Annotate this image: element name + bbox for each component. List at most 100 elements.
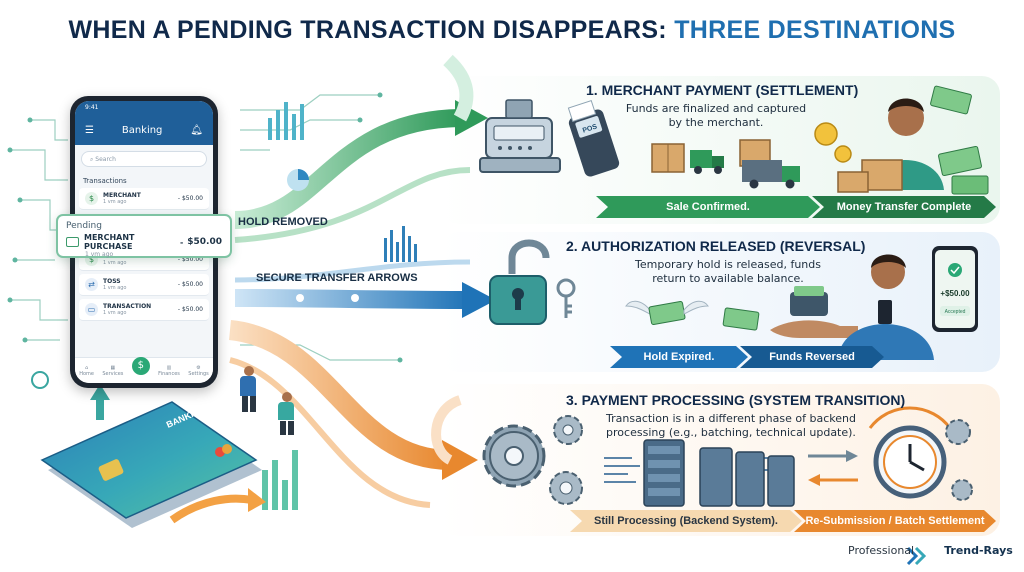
notification-bell-icon[interactable]: 🔔︎ — [190, 124, 203, 136]
signal-bars-icon — [384, 226, 417, 262]
power-icon — [31, 371, 49, 389]
gear-icon — [945, 419, 973, 501]
dollar-icon: $ — [85, 192, 98, 205]
pending-time: 1 vm ago — [85, 251, 114, 258]
reversal-flow-arrow — [234, 289, 471, 309]
merchant-person — [837, 98, 944, 193]
pos-label: POS — [582, 123, 599, 134]
gear-icon — [482, 424, 546, 488]
card-icon — [66, 237, 79, 247]
pay-button[interactable]: $ — [131, 356, 150, 375]
nav-finances[interactable]: ▥Finances — [158, 364, 180, 377]
clock-icon — [868, 406, 952, 499]
reversal-steps-bar — [610, 346, 884, 368]
pie-chart-icon — [287, 169, 309, 191]
bar-chart-icon — [268, 102, 304, 140]
chart-icon: ▥ — [166, 364, 172, 371]
brand-name: Trend-Rays — [944, 544, 1013, 557]
bottom-nav: ⌂Home ▦Services $ ▥Finances ⚙Settings — [75, 356, 213, 383]
step-money-transfer-complete: Money Transfer Complete — [836, 201, 972, 213]
settlement-description: Funds are finalized and captured by the … — [625, 102, 807, 129]
nav-settings[interactable]: ⚙Settings — [188, 364, 209, 377]
status-bar: 9:41 — [75, 101, 213, 115]
balance-amount: +$50.00 — [940, 289, 970, 298]
reversal-title: 2. AUTHORIZATION RELEASED (REVERSAL) — [566, 238, 866, 254]
processing-arrowhead — [442, 440, 478, 480]
app-bar: ☰ Banking 🔔︎ — [75, 115, 213, 145]
step-hold-expired: Hold Expired. — [643, 351, 715, 363]
circuit-nodes — [7, 92, 403, 363]
dollar-icon: $ — [137, 359, 144, 371]
search-input[interactable]: ⌕ Search — [81, 151, 207, 167]
transaction-time: 1 vm ago — [103, 199, 127, 205]
status-time: 9:41 — [85, 104, 99, 111]
card-chip-icon — [98, 459, 124, 481]
reversal-arrowhead — [462, 282, 496, 318]
settlement-title: 1. MERCHANT PAYMENT (SETTLEMENT) — [586, 82, 859, 98]
person-with-phone — [278, 392, 294, 439]
search-placeholder: Search — [95, 156, 116, 163]
nav-services[interactable]: ▦Services — [102, 364, 124, 377]
processing-steps-bar — [570, 510, 996, 532]
key-icon — [556, 278, 576, 318]
gear-icon — [549, 471, 583, 505]
pending-merchant: MERCHANT PURCHASE — [83, 233, 135, 251]
wallet-icon — [790, 286, 828, 316]
page-title: WHEN A PENDING TRANSACTION DISAPPEARS: T… — [0, 16, 1024, 45]
flying-money-icon — [722, 307, 760, 331]
trend-rays-logo-icon — [906, 546, 927, 566]
pending-label: Pending — [66, 221, 102, 231]
server-icon — [643, 439, 685, 507]
padlock-icon — [489, 239, 550, 325]
card-icon: ▭ — [85, 303, 98, 316]
delivery-truck-icon — [742, 160, 800, 189]
gear-icon: ⚙ — [196, 364, 201, 371]
transaction-row[interactable]: ▭ TRANSACTION 1 vm ago - $50.00 — [79, 299, 209, 321]
home-icon: ⌂ — [84, 364, 89, 371]
app-title: Banking — [121, 124, 163, 136]
transaction-time: 1 vm ago — [103, 260, 127, 266]
step-resubmission: Re-Submission / Batch Settlement — [805, 515, 985, 527]
gear-icon — [553, 415, 583, 445]
step-funds-reversed: Funds Reversed — [769, 351, 855, 363]
transaction-name: MERCHANT — [103, 192, 141, 199]
transaction-amount: - $50.00 — [177, 256, 203, 263]
secure-transfer-label: SECURE TRANSFER ARROWS — [256, 272, 418, 284]
title-lead: WHEN A PENDING TRANSACTION DISAPPEARS: — [68, 16, 667, 44]
step-sale-confirmed: Sale Confirmed. — [666, 201, 750, 213]
transaction-time: 1 vm ago — [103, 285, 127, 291]
person-with-tablet — [240, 366, 256, 416]
nav-home[interactable]: ⌂Home — [79, 364, 94, 377]
cash-icon — [930, 85, 989, 195]
grid-icon: ▦ — [110, 364, 116, 371]
hold-removed-label: HOLD REMOVED — [238, 216, 328, 228]
reversal-description: Temporary hold is released, funds return… — [635, 258, 821, 285]
transaction-row[interactable]: ⇄ TOSS 1 vm ago - $50.00 — [79, 274, 209, 296]
server-icon — [699, 447, 795, 507]
flying-money-icon — [625, 300, 709, 325]
transaction-amount: - $50.00 — [177, 306, 203, 313]
cash-register-icon — [479, 99, 561, 173]
transaction-name: TOSS — [103, 278, 121, 285]
transaction-row[interactable]: $ MERCHANT 1 vm ago - $50.00 — [79, 188, 209, 210]
title-highlight: THREE DESTINATIONS — [674, 16, 956, 44]
processing-flow-arrow — [228, 320, 451, 470]
transfer-icon: ⇄ — [85, 278, 98, 291]
package-icon — [651, 143, 685, 173]
transaction-name: TRANSACTION — [103, 303, 152, 310]
settlement-return-arrow — [234, 167, 471, 243]
transactions-heading: Transactions — [83, 177, 127, 185]
menu-icon[interactable]: ☰ — [85, 124, 94, 136]
delivery-truck-icon — [690, 150, 724, 174]
pending-transaction-card[interactable]: Pending MERCHANT PURCHASE - $50.00 1 vm … — [56, 214, 232, 258]
settlement-steps-bar — [596, 196, 996, 218]
credit-card: BANKING — [40, 401, 262, 528]
settlement-flow-arrow — [234, 109, 461, 229]
step-still-processing: Still Processing (Backend System). — [593, 515, 778, 527]
accepted-label: Accepted — [945, 309, 966, 315]
pending-amount: $50.00 — [187, 237, 222, 247]
processing-title: 3. PAYMENT PROCESSING (SYSTEM TRANSITION… — [566, 392, 906, 408]
transaction-amount: - $50.00 — [177, 195, 203, 202]
receiving-hand-icon — [770, 320, 858, 338]
